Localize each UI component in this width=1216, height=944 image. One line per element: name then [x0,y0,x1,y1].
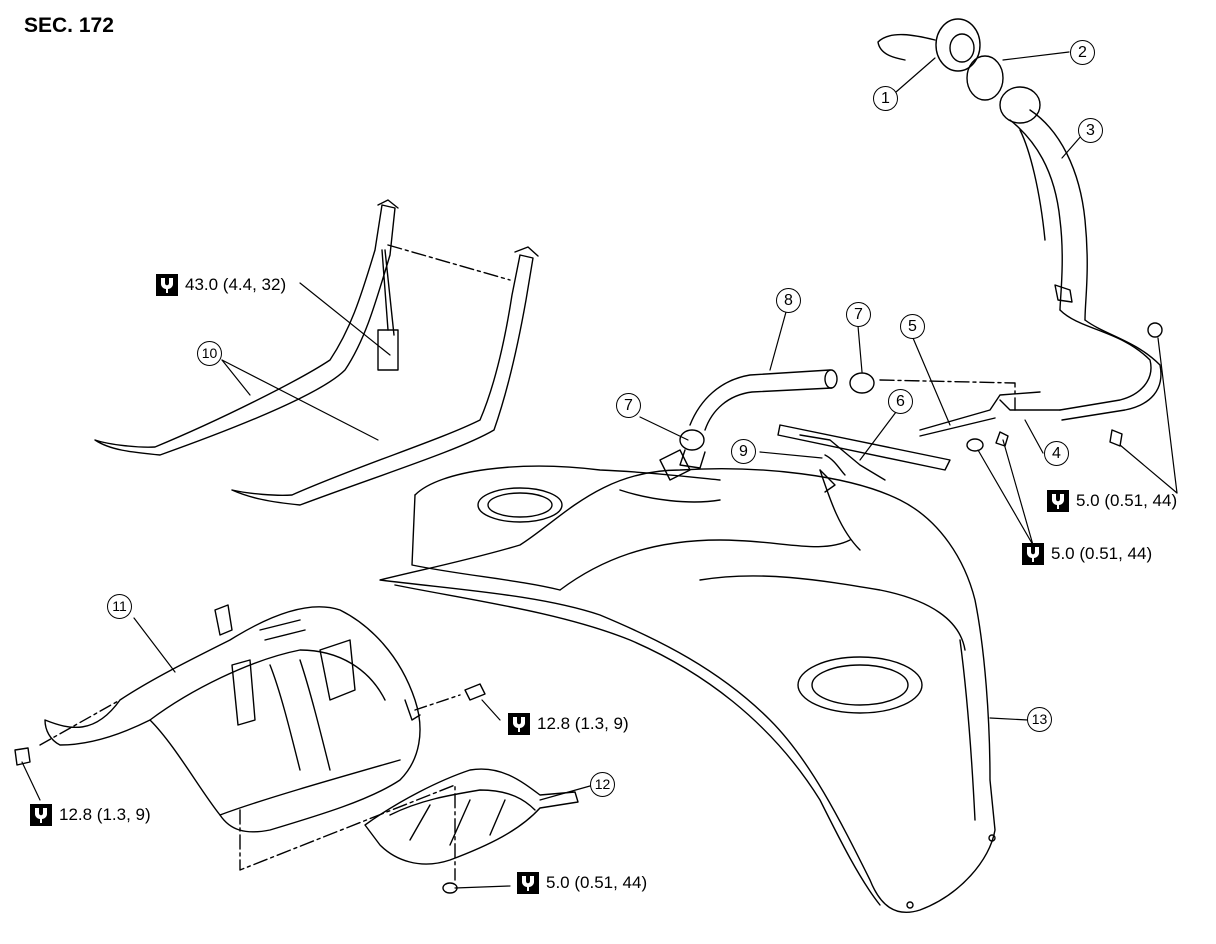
callout-12: 12 [590,772,615,797]
section-label: SEC. 172 [24,14,114,37]
callout-7b: 7 [846,302,871,327]
torque-spec-lower-insulator-nut: 5.0 (0.51, 44) [517,872,647,894]
torque-spec-filler-nut: 5.0 (0.51, 44) [1047,490,1177,512]
fuel-tank [379,449,996,914]
torque-wrench-icon [1022,543,1044,565]
torque-value: 5.0 (0.51, 44) [1051,544,1153,563]
torque-value: 12.8 (1.3, 9) [537,714,629,733]
torque-wrench-icon [517,872,539,894]
heat-insulator [44,604,421,833]
torque-value: 43.0 (4.4, 32) [185,275,287,294]
callout-5: 5 [900,314,925,339]
alignment-line [39,699,121,746]
hoses-and-tubes [679,322,1163,493]
callout-13: 13 [1027,707,1052,732]
torque-spec-band-bolt: 43.0 (4.4, 32) [156,274,286,296]
torque-wrench-icon [156,274,178,296]
callout-9: 9 [731,439,756,464]
callout-6: 6 [888,389,913,414]
torque-spec-insulator-bolt: 12.8 (1.3, 9) [508,713,629,735]
callout-8: 8 [776,288,801,313]
callout-3: 3 [1078,118,1103,143]
torque-value: 5.0 (0.51, 44) [1076,491,1178,510]
torque-wrench-icon [1047,490,1069,512]
fasteners [14,683,486,894]
torque-wrench-icon [508,713,530,735]
callout-7a: 7 [616,393,641,418]
fuel-tank-bands [94,199,539,506]
callout-4: 4 [1044,441,1069,466]
alignment-line [239,784,456,881]
torque-spec-insulator-nut: 12.8 (1.3, 9) [30,804,151,826]
torque-wrench-icon [30,804,52,826]
callout-2: 2 [1070,40,1095,65]
lower-heat-insulator [364,768,579,865]
torque-spec-tube-nut: 5.0 (0.51, 44) [1022,543,1152,565]
alignment-line [387,244,511,281]
callout-10: 10 [197,341,222,366]
alignment-line [414,694,461,711]
callout-1: 1 [873,86,898,111]
torque-value: 12.8 (1.3, 9) [59,805,151,824]
torque-value: 5.0 (0.51, 44) [546,873,648,892]
leader-lines [21,51,1178,889]
filler-assembly [877,18,1162,421]
callout-11: 11 [107,594,132,619]
